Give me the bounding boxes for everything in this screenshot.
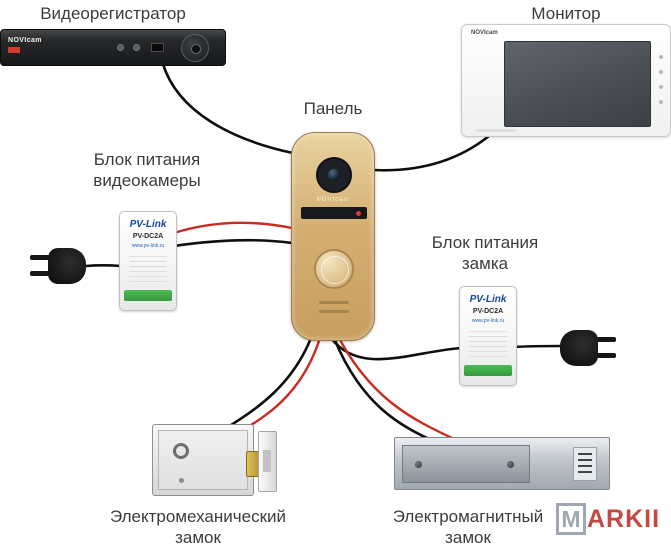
monitor-screen [504,41,651,127]
wire-panel-to-psu-right [329,336,463,361]
psu-fine-print [129,256,167,282]
wire-plug-left-cord [84,263,123,268]
mains-plug-left [30,247,122,285]
monitor-brand-logo: NOVIcam [471,30,498,36]
plug-prong [30,255,49,260]
lock-mech-label-line2: замок [175,528,221,547]
door-panel-device: NOVIcam [291,132,375,341]
psu-site-text: www.pv-link.ru [131,243,165,249]
panel-label: Панель [303,99,363,118]
wire-monitor-to-panel [371,134,491,172]
plug-body [560,330,598,366]
panel-mic-slot [319,301,349,304]
psu-lock-label-line2: замка [461,254,509,273]
dvr-brand-logo: NOVIcam [8,37,42,44]
wire-dvr-to-panel [161,62,295,155]
plug-prong [597,353,616,358]
panel-brand-logo: NOVIcam [316,197,350,203]
lock-strike-plate [258,431,277,492]
lock-screw [179,478,184,483]
panel-call-button [314,249,354,289]
panel-mic-slot [319,310,349,313]
dvr-label: Видеорегистратор [40,4,186,23]
plug-body [48,248,86,284]
electromagnetic-lock-device [394,437,610,490]
dvr-usb-port [151,43,164,52]
magnet-label-tag [573,447,597,481]
wire-panel-to-mech-red [241,336,322,432]
electromechanical-lock-device [152,424,262,496]
plug-prong [597,337,616,342]
wire-panel-to-mag-red [337,336,454,440]
lock-face-plate [158,430,248,490]
lock-mag-label-line2: замок [445,528,491,547]
wire-psu-left-red [172,221,294,235]
dvr-dpad-control [181,34,209,62]
magnet-screw [415,461,422,468]
psu-camera-label-line2: видеокамеры [93,171,201,190]
lock-cylinder-hole [173,443,189,459]
monitor-speaker-slot [476,129,516,132]
psu-lock-device: PV-Link PV-DC2A www.pv-link.ru [459,286,517,386]
panel-camera-lens-icon [316,157,352,193]
psu-model-text: PV-DC2A [132,233,164,240]
psu-green-stripe [464,365,512,376]
wire-plug-right-cord [512,344,564,349]
psu-fine-print [469,331,507,357]
dvr-device: NOVIcam [0,29,226,66]
panel-led-indicator [356,211,361,216]
psu-lock-label-line1: Блок питания [431,233,539,252]
wire-panel-to-mag-black [332,336,438,444]
dvr-button-icon [117,44,124,51]
psu-brand-logo: PV-Link [129,219,167,230]
psu-brand-logo: PV-Link [469,294,507,305]
wire-panel-to-mech-black [226,336,313,429]
psu-green-stripe [124,290,172,301]
lock-mag-label: Электромагнитный замок [368,506,568,548]
panel-speaker-grille [301,207,367,219]
watermark-m-box: M [556,503,586,535]
mains-plug-right [556,329,648,367]
psu-lock-label: Блок питания замка [395,232,575,274]
monitor-device: NOVIcam [461,24,671,137]
magnet-screw [507,461,514,468]
psu-camera-label-line1: Блок питания [93,150,201,169]
monitor-label: Монитор [531,4,601,23]
psu-camera-label: Блок питания видеокамеры [57,149,237,191]
monitor-buttons [659,55,663,115]
wire-psu-left-black [172,238,294,248]
dvr-logo-red-mark [8,47,20,53]
dvr-button-icon [133,44,140,51]
watermark-logo: M ARKII [556,503,660,535]
psu-site-text: www.pv-link.ru [471,318,505,324]
psu-model-text: PV-DC2A [472,308,504,315]
lock-mech-label: Электромеханический замок [88,506,308,548]
watermark-text: ARKII [587,504,661,533]
lock-mag-label-line1: Электромагнитный [392,507,544,526]
psu-camera-device: PV-Link PV-DC2A www.pv-link.ru [119,211,177,311]
plug-prong [30,271,49,276]
lock-mech-label-line1: Электромеханический [109,507,286,526]
